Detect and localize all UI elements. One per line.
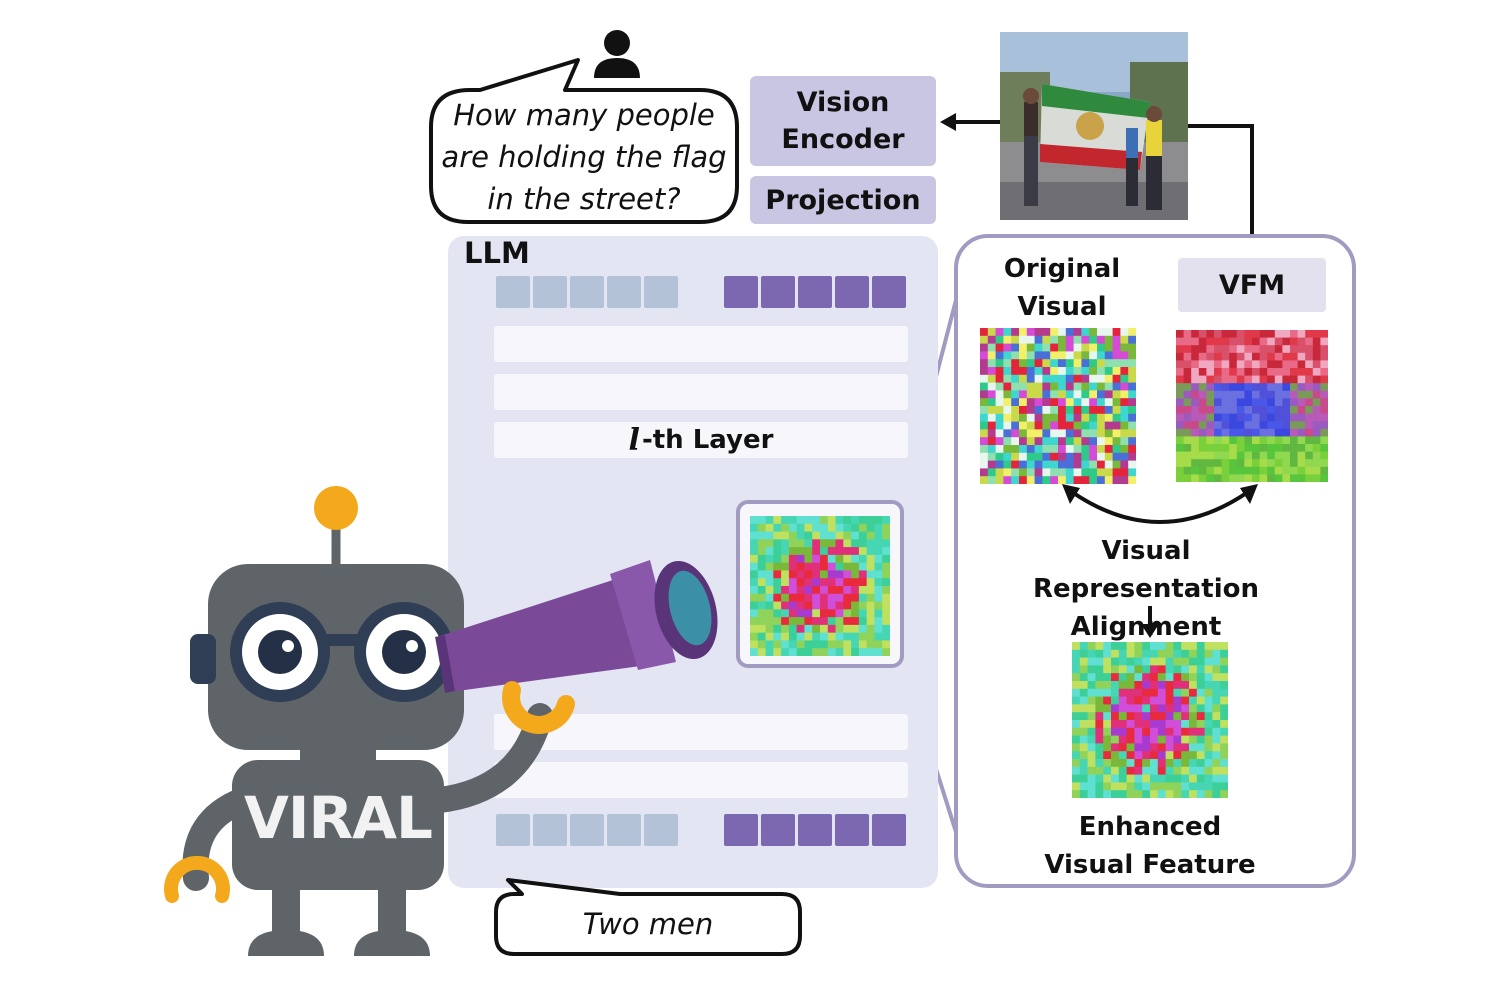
- llm-layer: [494, 374, 908, 410]
- image-token: [724, 276, 758, 308]
- image-token: [872, 814, 906, 846]
- enhanced-label-line: Visual Feature: [1044, 850, 1256, 880]
- question-line: How many people: [453, 98, 715, 132]
- image-token-row-top: [724, 276, 906, 308]
- robot-chest-label: VIRAL: [244, 784, 433, 852]
- text-token-row-bottom: [496, 814, 678, 846]
- arrowhead-encoder: [940, 113, 956, 131]
- enhanced-feature-label: Enhanced Visual Feature: [1040, 808, 1260, 884]
- text-token: [644, 814, 678, 846]
- enhanced-label-line: Enhanced: [1078, 812, 1222, 842]
- antenna-ball: [314, 486, 358, 530]
- layer-feature-map: [750, 516, 890, 656]
- image-token: [761, 276, 795, 308]
- image-token-row-bottom: [724, 814, 906, 846]
- layer-suffix: -th Layer: [641, 425, 774, 455]
- text-token: [644, 276, 678, 308]
- vision-encoder-line: Vision: [796, 87, 890, 118]
- text-token: [496, 276, 530, 308]
- text-token: [496, 814, 530, 846]
- vision-encoder-box: Vision Encoder: [750, 76, 936, 166]
- text-token: [533, 814, 567, 846]
- vision-encoder-line: Encoder: [781, 124, 905, 155]
- question-text: How many people are holding the flag in …: [436, 94, 732, 220]
- text-token: [607, 814, 641, 846]
- text-token: [570, 814, 604, 846]
- text-token: [607, 276, 641, 308]
- layer-variable: l: [628, 422, 640, 458]
- alignment-label: Visual Representation Alignment: [990, 532, 1302, 646]
- robot-mascot: [164, 486, 718, 956]
- layer-label: l -th Layer: [494, 422, 908, 458]
- alignment-label-line: Visual Representation: [1032, 536, 1260, 604]
- alignment-arrow: [1062, 484, 1258, 524]
- telescope-icon: [435, 560, 718, 693]
- text-token: [533, 276, 567, 308]
- vfm-box: VFM: [1178, 258, 1326, 312]
- image-token: [835, 276, 869, 308]
- user-icon: [594, 30, 640, 78]
- llm-layer: [494, 326, 908, 362]
- original-label-line: Original: [1003, 254, 1121, 284]
- original-feature-map: [980, 328, 1136, 484]
- image-token: [724, 814, 758, 846]
- question-line: in the street?: [487, 182, 681, 216]
- down-arrow: [1141, 606, 1159, 638]
- vfm-feature-map: [1176, 330, 1328, 482]
- projection-box: Projection: [750, 176, 936, 224]
- image-token: [798, 276, 832, 308]
- image-token: [872, 276, 906, 308]
- text-token-row-top: [496, 276, 678, 308]
- street-photo: [1000, 32, 1188, 220]
- enhanced-feature-map: [1072, 642, 1228, 798]
- image-token: [761, 814, 795, 846]
- answer-text: Two men: [582, 907, 714, 941]
- text-token: [570, 276, 604, 308]
- llm-layer-l: [494, 422, 908, 458]
- image-token: [835, 814, 869, 846]
- question-line: are holding the flag: [441, 140, 727, 174]
- llm-title: LLM: [464, 236, 530, 270]
- question-bubble: [429, 58, 739, 224]
- image-token: [798, 814, 832, 846]
- llm-layer: [494, 762, 908, 798]
- arrow-image-to-vfm: [1186, 124, 1254, 244]
